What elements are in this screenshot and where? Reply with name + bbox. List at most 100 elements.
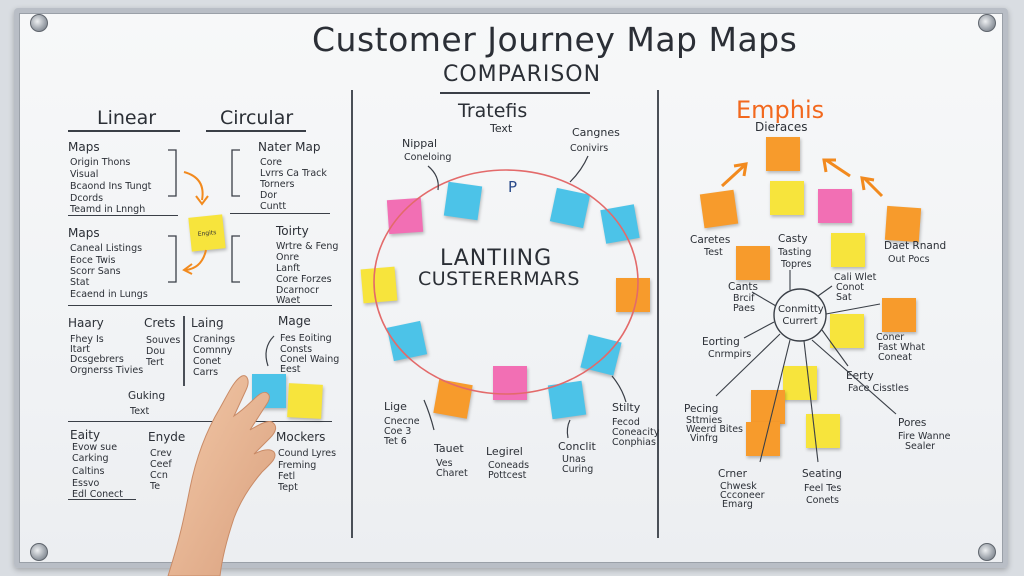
- toirty-item: Wrtre & Feng: [276, 241, 339, 252]
- label-p: P: [508, 178, 518, 196]
- label-cants-sub: Brcif: [733, 293, 755, 304]
- label-pores-sub: Fire Wanne: [898, 431, 951, 442]
- board-subtitle: COMPARISON: [443, 62, 602, 87]
- maps2-item: Stat: [70, 277, 90, 288]
- label-stilty: Stilty: [612, 401, 641, 414]
- label-cants: Cants: [728, 281, 759, 293]
- heading-linear: Linear: [97, 107, 157, 129]
- mockers-item: Freming: [278, 460, 317, 471]
- linear-underline: [68, 130, 180, 132]
- sticky-note[interactable]: [882, 298, 916, 332]
- divider-right: [657, 90, 659, 538]
- haary-item: Dcsgebrers: [70, 354, 124, 365]
- sticky-note[interactable]: [386, 320, 428, 362]
- toirty-item: Lanft: [276, 263, 301, 274]
- label-conclit-sub: Curing: [562, 464, 594, 475]
- toirty-title: Toirty: [276, 224, 309, 238]
- sticky-note[interactable]: [884, 205, 922, 243]
- label-legirel-sub: Pottcest: [488, 470, 527, 481]
- label-nippal-sub: Coneloing: [404, 152, 452, 163]
- laing-item: Conet: [193, 356, 222, 367]
- sticky-note[interactable]: [770, 181, 804, 215]
- label-stilty-sub: Conphias: [612, 437, 656, 448]
- screw-bottom-right: [978, 543, 996, 561]
- sticky-note[interactable]: [547, 380, 587, 420]
- label-cali-sub: Sat: [836, 292, 852, 303]
- crets-item: Tert: [146, 357, 164, 368]
- sticky-note[interactable]: [360, 266, 398, 304]
- label-cali: Cali Wlet: [834, 272, 877, 283]
- toirty-item: Core Forzes: [276, 274, 332, 285]
- sticky-note[interactable]: [766, 137, 800, 171]
- eaity-item: Caltins: [72, 466, 105, 477]
- sticky-note-label: Engits: [197, 228, 217, 238]
- maps1-item: Dcords: [70, 193, 104, 204]
- sticky-note[interactable]: [830, 314, 864, 348]
- eaity-item: Edl Conect: [72, 489, 123, 500]
- mockers-item: Fetl: [278, 471, 296, 482]
- middle-heading: Tratefis: [458, 100, 528, 122]
- sticky-note[interactable]: [806, 414, 840, 448]
- guking-title: Guking: [128, 390, 166, 402]
- label-tauet-sub: Charet: [436, 468, 468, 479]
- laing-item: Cranings: [193, 334, 236, 345]
- sticky-note[interactable]: [433, 379, 473, 419]
- maps1-item: Bcaond Ins Tungt: [70, 181, 152, 192]
- sticky-note[interactable]: [616, 278, 650, 312]
- sticky-note[interactable]: [386, 197, 424, 235]
- haary-item: Fhey Is: [70, 334, 104, 345]
- label-casty: Casty: [778, 233, 808, 245]
- label-legirel: Legirel: [486, 445, 523, 458]
- label-seating-sub: Conets: [806, 495, 839, 506]
- label-conclit-sub: Unas: [562, 454, 586, 465]
- sticky-note[interactable]: [600, 204, 640, 244]
- label-pores-sub: Sealer: [905, 441, 936, 452]
- maps1-item: Origin Thons: [70, 157, 131, 168]
- label-seating: Seating: [802, 468, 842, 480]
- label-casty-sub: Topres: [781, 259, 812, 270]
- mage-title: Mage: [278, 314, 311, 328]
- sticky-note[interactable]: [751, 390, 785, 424]
- sticky-note[interactable]: [443, 181, 483, 221]
- label-cangnes-sub: Conivirs: [570, 143, 609, 154]
- middle-subheading: Text: [490, 122, 513, 135]
- label-cants-sub: Paes: [733, 303, 755, 314]
- label-caretes-sub: Test: [704, 247, 723, 258]
- label-lige-sub: Tet 6: [384, 436, 407, 447]
- sticky-note[interactable]: [549, 187, 591, 229]
- subtitle-underline: [440, 92, 590, 94]
- mage-item: Eest: [280, 364, 301, 375]
- master-item: Dor: [260, 190, 278, 201]
- sticky-note[interactable]: [783, 366, 817, 400]
- enyde-item: Crev: [150, 448, 172, 459]
- master-item: Torners: [260, 179, 295, 190]
- label-seating-sub: Feel Tes: [804, 483, 842, 494]
- eaity-item: Carking: [72, 453, 109, 464]
- toirty-item: Dcarnocr: [276, 285, 320, 296]
- label-cner-right: Coner: [876, 332, 905, 343]
- laing-title: Laing: [191, 316, 224, 330]
- label-pecing: Pecing: [684, 403, 719, 415]
- label-stilty-sub: Coneacity: [612, 427, 660, 438]
- sticky-note[interactable]: [699, 189, 739, 229]
- mage-item: Fes Eoiting: [280, 333, 332, 344]
- label-conclit: Conclit: [558, 440, 596, 453]
- label-casty-sub: Tasting: [778, 247, 812, 258]
- sticky-note[interactable]: [287, 383, 323, 419]
- center-label-bottom: CUSTERERMARS: [418, 268, 580, 290]
- sticky-note[interactable]: [818, 189, 852, 223]
- sticky-note[interactable]: [831, 233, 865, 267]
- sticky-note[interactable]: [746, 422, 780, 456]
- label-lige-sub: Cnecne: [384, 416, 420, 427]
- maps2-item: Scorr Sans: [70, 266, 121, 277]
- label-crner-sub: Emarg: [722, 499, 753, 510]
- label-cali-sub: Conot: [836, 282, 865, 293]
- center-node-label: Conmitty Currert: [778, 304, 824, 327]
- mage-item: Conel Waing: [280, 354, 340, 365]
- sticky-note[interactable]: [493, 366, 527, 400]
- sticky-note[interactable]: Engits: [188, 214, 226, 252]
- enyde-item: Te: [150, 481, 161, 492]
- label-cangnes: Cangnes: [572, 126, 620, 139]
- haary-item: Itart: [70, 344, 90, 355]
- sticky-note[interactable]: [736, 246, 770, 280]
